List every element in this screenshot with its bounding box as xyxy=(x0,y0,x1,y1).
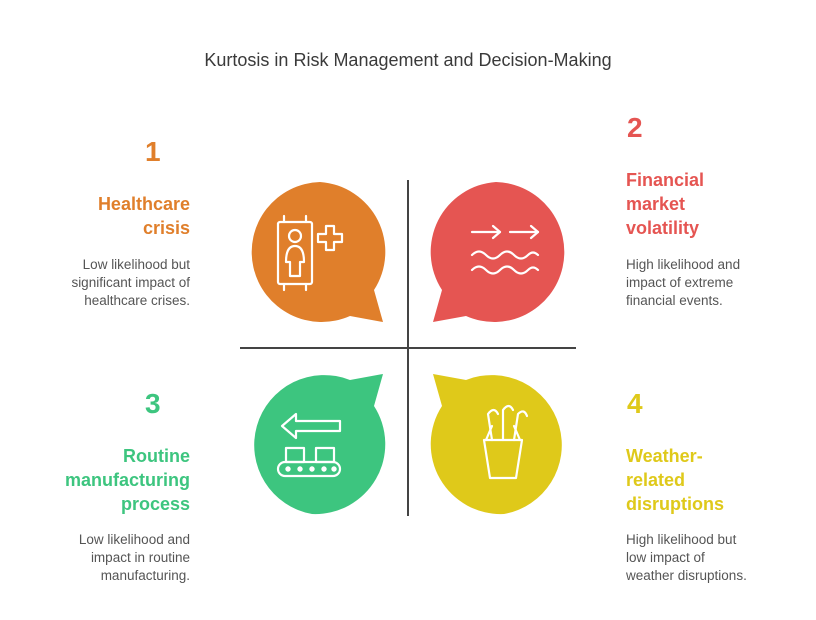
quadrant-1-number: 1 xyxy=(145,136,161,167)
bubble-manufacturing xyxy=(254,374,386,515)
quadrant-4-heading: Weather- related disruptions xyxy=(626,446,724,514)
quadrant-1-description: Low likelihood but significant impact of… xyxy=(71,257,190,308)
quadrant-2-description: High likelihood and impact of extreme fi… xyxy=(626,257,741,308)
page-title: Kurtosis in Risk Management and Decision… xyxy=(204,50,612,70)
quadrant-4-number: 4 xyxy=(627,388,643,419)
quadrant-1-heading: Healthcare crisis xyxy=(97,194,190,238)
bubble-healthcare xyxy=(251,182,386,322)
conveyor-belt-icon xyxy=(276,412,342,478)
quadrant-3-heading: Routine manufacturing process xyxy=(64,446,190,514)
healthcare-worker-icon xyxy=(276,214,344,292)
quadrant-3-description: Low likelihood and impact in routine man… xyxy=(78,532,190,583)
bubble-financial xyxy=(430,182,565,322)
quadrant-3-number: 3 xyxy=(145,388,161,419)
quadrant-2-heading: Financial market volatility xyxy=(626,170,705,238)
quadrant-4-description: High likelihood but low impact of weathe… xyxy=(626,532,747,583)
bubble-weather xyxy=(430,374,562,515)
market-waves-icon xyxy=(470,224,540,275)
umbrellas-icon xyxy=(482,404,529,480)
quadrant-2-number: 2 xyxy=(627,112,643,143)
